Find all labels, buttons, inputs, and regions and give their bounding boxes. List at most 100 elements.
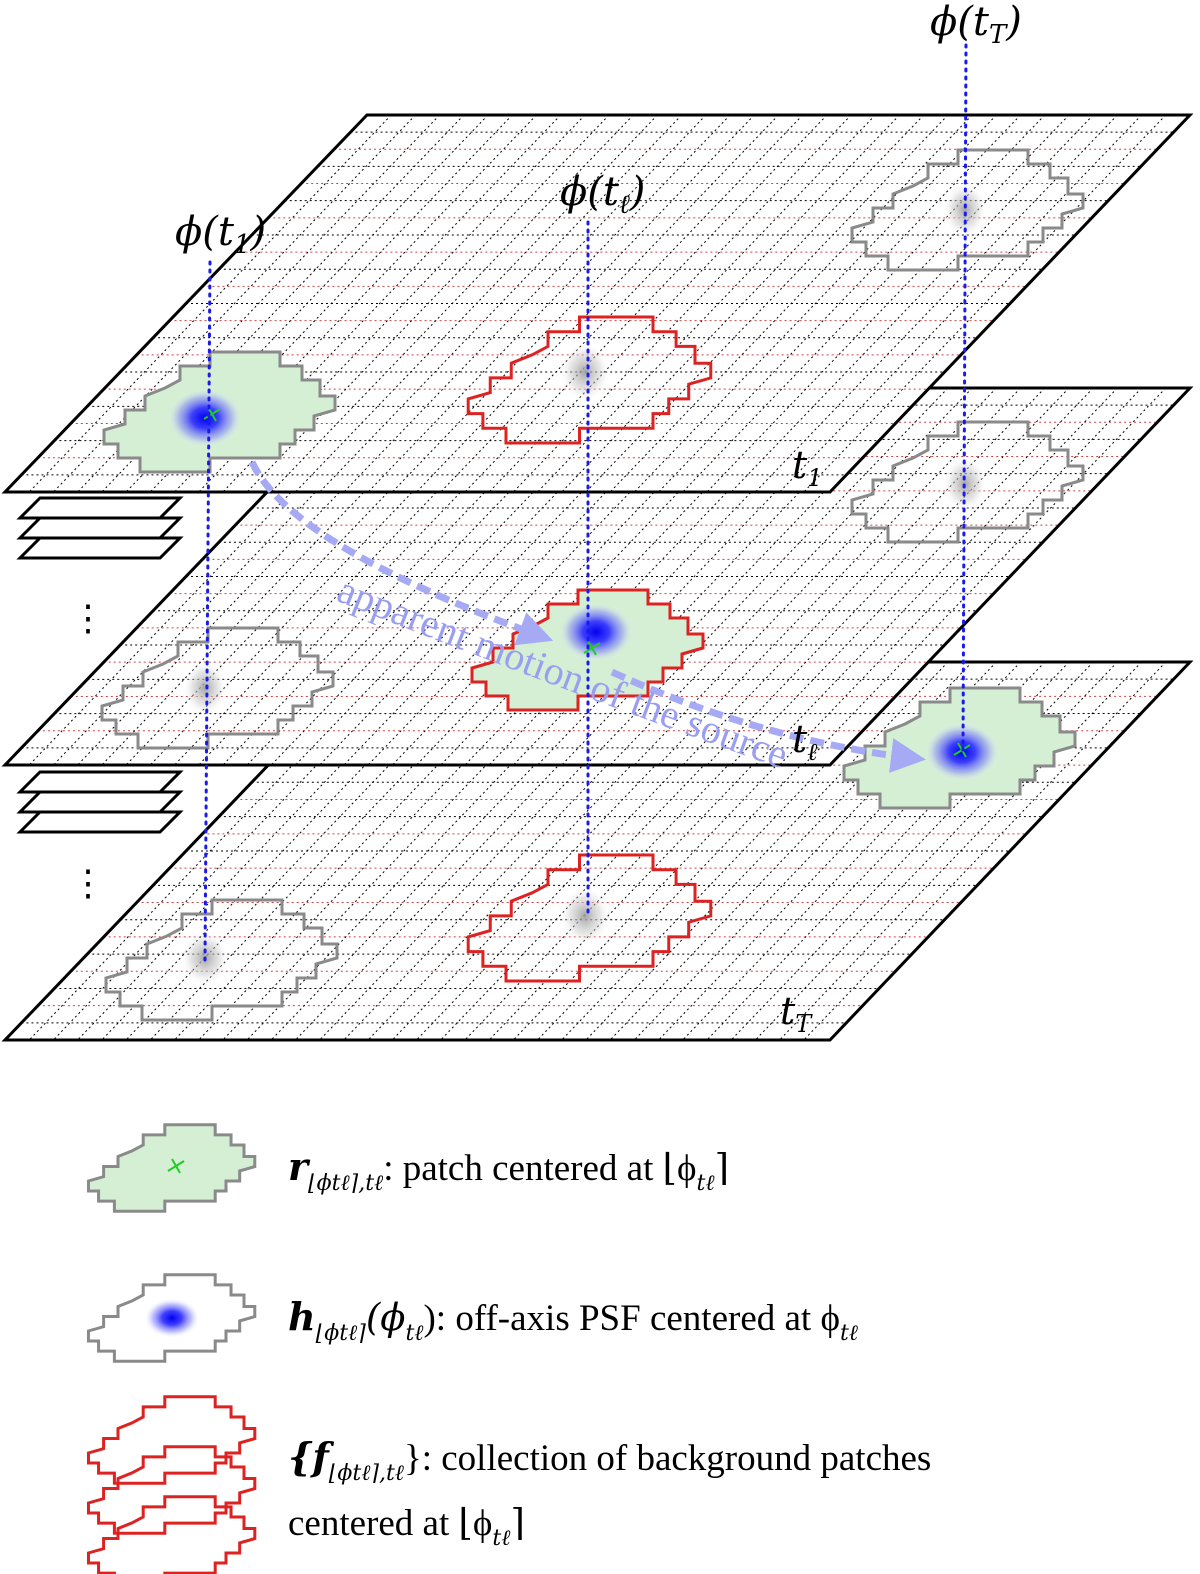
frame-stack-2 (16, 770, 184, 834)
grid-line (706, 115, 1070, 492)
grid-line (28, 388, 392, 765)
grid-line (343, 388, 707, 765)
grid-line (730, 115, 1094, 492)
time-label-tl: tℓ (792, 717, 817, 766)
psf-patch (100, 626, 335, 750)
psf-patch (850, 148, 1085, 272)
grid-line (609, 115, 973, 492)
grid-line (174, 662, 537, 1040)
center-mark (583, 640, 601, 656)
grid-line (416, 662, 779, 1040)
psf-patch (104, 898, 339, 1022)
grid-line (779, 115, 1142, 492)
grid-line (125, 662, 489, 1040)
grid-line (77, 388, 440, 765)
grid-line (174, 388, 537, 765)
phi-label-t1: ϕ(t1) (175, 209, 266, 260)
guide-line-tT (961, 43, 968, 752)
grid-line (609, 662, 973, 1040)
frame-time-labels: t1 tℓ tT (780, 443, 823, 1038)
legend-patch-text: r⌊ϕtℓ⌉,tℓ: patch centered at ⌊ϕtℓ⌉ (288, 1144, 729, 1196)
grid-line (246, 388, 610, 765)
grid-line (464, 662, 828, 1040)
time-label-t1: t1 (792, 443, 823, 492)
grid-line (512, 115, 876, 492)
grid-line (585, 662, 949, 1040)
legend-background-icon (86, 1495, 257, 1574)
grid-line (633, 388, 997, 765)
grid-line (609, 388, 973, 765)
grid-line (77, 662, 440, 1040)
background-patch (470, 588, 705, 712)
grid-line (440, 662, 804, 1040)
grid-line (198, 388, 562, 765)
grid-line (779, 388, 1142, 765)
grid-line (730, 662, 1094, 1040)
legend-psf-blob (144, 1298, 200, 1338)
grid-line (295, 388, 658, 765)
grid-line (803, 115, 1167, 492)
legend-icons (86, 1123, 257, 1574)
grid-line (512, 662, 876, 1040)
frame-stack-1 (16, 496, 184, 560)
grid-line (730, 388, 1094, 765)
phi-label-tT: ϕ(tT) (930, 0, 1022, 50)
grid-line (101, 388, 465, 765)
background-patch (466, 315, 713, 445)
grid-line (488, 115, 852, 492)
grid-line (319, 115, 683, 492)
grid-line (755, 388, 1118, 765)
grid-line (198, 662, 562, 1040)
grid-line (682, 662, 1046, 1040)
ellipsis-2: ⋮ (70, 863, 106, 904)
grid-line (416, 115, 779, 492)
grid-line (561, 388, 925, 765)
grid-line (488, 662, 852, 1040)
time-label-tT: tT (780, 989, 813, 1038)
grid-line (464, 115, 828, 492)
source-psf-blob (558, 602, 634, 662)
grid-line (585, 388, 949, 765)
background-patch (466, 853, 713, 983)
grid-line (755, 662, 1118, 1040)
grid-line (367, 388, 731, 765)
grid-line (803, 662, 1167, 1040)
legend: r⌊ϕtℓ⌉,tℓ: patch centered at ⌊ϕtℓ⌉ h⌊ϕtℓ… (86, 1123, 931, 1574)
legend-psf-icon (86, 1273, 257, 1363)
legend-background-icon (86, 1445, 257, 1535)
grid-line (367, 115, 731, 492)
psf-shadow-blob (183, 660, 227, 716)
grid-line (343, 662, 707, 1040)
grid-line (755, 115, 1118, 492)
grid-line (295, 115, 658, 492)
grid-line (779, 662, 1142, 1040)
grid-line (391, 662, 755, 1040)
grid-line (537, 662, 900, 1040)
grid-line (319, 388, 683, 765)
legend-psf-text: h⌊ϕtℓ⌉(ϕtℓ): off-axis PSF centered at ϕt… (288, 1294, 859, 1346)
grid-line (270, 388, 634, 765)
psf-patch (850, 420, 1085, 544)
grid-line (658, 115, 1021, 492)
legend-background-icon (86, 1395, 257, 1485)
legend-background-text-line2: centered at ⌊ϕtℓ⌉ (288, 1503, 525, 1551)
ellipsis-1: ⋮ (70, 598, 106, 639)
grid-line (706, 662, 1070, 1040)
grid-line (440, 388, 804, 765)
psf-shadow-blob (560, 886, 610, 946)
grid-line (706, 388, 1070, 765)
phi-label-tl: ϕ(tℓ) (560, 169, 645, 220)
grid-line (391, 115, 755, 492)
center-mark (167, 1158, 185, 1174)
grid-line (658, 662, 1021, 1040)
grid-line (367, 662, 731, 1040)
grid-line (561, 662, 925, 1040)
grid-line (319, 662, 683, 1040)
psf-shadow-blob (560, 342, 610, 402)
grid-line (537, 388, 900, 765)
grid-line (803, 388, 1167, 765)
grid-line (633, 662, 997, 1040)
guide-lines (203, 43, 968, 962)
grid-line (416, 388, 779, 765)
